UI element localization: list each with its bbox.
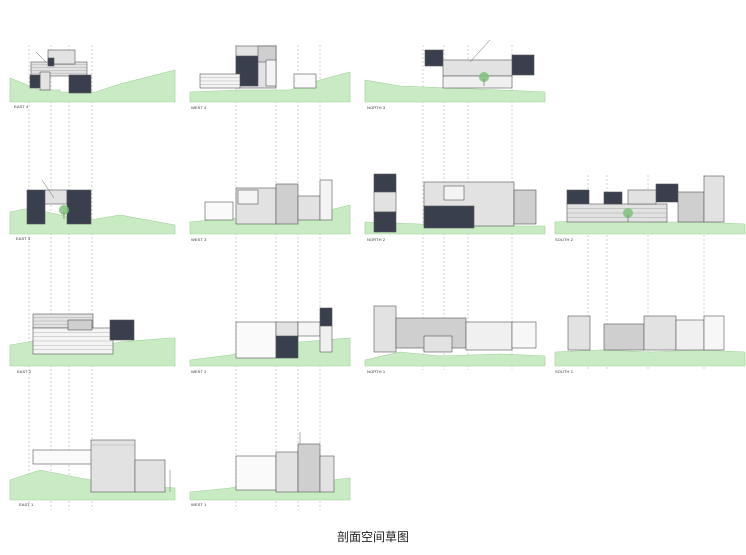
west2-dark-block-low bbox=[275, 335, 299, 359]
section-label-north-2: NORTH 2 bbox=[367, 237, 386, 242]
west3-mast bbox=[319, 179, 333, 221]
north1-east-volume bbox=[465, 321, 513, 351]
north1-ground bbox=[364, 351, 546, 367]
west1-east-wing bbox=[319, 455, 335, 493]
west2-mast bbox=[319, 325, 333, 353]
east3-dark-block-right bbox=[66, 189, 92, 225]
north3-base-volume bbox=[442, 75, 513, 89]
west3-east-wing bbox=[297, 195, 321, 221]
north2-dark-block-bottom bbox=[373, 211, 397, 233]
south1-west-block bbox=[567, 315, 591, 351]
north3-dark-block-left bbox=[424, 49, 444, 67]
east1-outline-volume bbox=[32, 449, 94, 465]
north2-window bbox=[443, 185, 465, 201]
north3-dark-block-right bbox=[511, 54, 535, 76]
east2-dark-block bbox=[109, 319, 135, 341]
east4-dark-block-left bbox=[29, 74, 41, 89]
east4-dark-window bbox=[47, 57, 55, 67]
south2-tree bbox=[623, 208, 633, 218]
east3-tree bbox=[59, 205, 69, 215]
section-label-east-3: EAST 3 bbox=[16, 236, 31, 241]
west4-annex bbox=[293, 73, 317, 89]
west1-core bbox=[275, 451, 299, 493]
north3-middle-volume bbox=[442, 59, 513, 77]
north3-ground bbox=[364, 79, 546, 103]
west2-dark-block-top bbox=[319, 307, 333, 327]
south2-east-wing bbox=[677, 191, 705, 223]
section-label-west-3: WEST 3 bbox=[191, 237, 207, 242]
west2-upper-core bbox=[275, 321, 299, 339]
south1-tower bbox=[703, 315, 725, 351]
north3-slope-line bbox=[469, 39, 491, 63]
north1-lower-band bbox=[423, 335, 453, 353]
west3-core bbox=[275, 183, 299, 225]
west2-upper-right bbox=[297, 321, 321, 337]
section-label-east-2: EAST 2 bbox=[17, 369, 32, 374]
west3-lower-wing bbox=[204, 201, 234, 221]
north2-dark-lower bbox=[423, 205, 475, 229]
south1-main-volume bbox=[603, 323, 645, 351]
east3-slope-line bbox=[41, 179, 55, 199]
west2-outline-volume bbox=[235, 321, 277, 359]
east2-mid-band bbox=[67, 319, 93, 331]
south1-ground bbox=[554, 349, 746, 367]
east4-top-volume bbox=[47, 49, 76, 65]
east1-main-volume bbox=[90, 439, 136, 493]
section-label-west-2: WEST 2 bbox=[191, 369, 207, 374]
west4-mast bbox=[265, 59, 277, 87]
section-label-west-1: WEST 1 bbox=[191, 502, 207, 507]
south2-upper-mid bbox=[627, 189, 657, 205]
east1-east-wing bbox=[134, 459, 166, 493]
south2-dark-block-mid bbox=[655, 183, 679, 203]
east4-slope-line bbox=[35, 51, 47, 63]
sheet-caption: 剖面空间草图 bbox=[336, 530, 409, 544]
section-label-west-4: WEST 4 bbox=[191, 105, 207, 110]
south2-dark-window bbox=[603, 191, 623, 205]
west4-ground bbox=[189, 71, 351, 103]
south2-dark-block-left bbox=[566, 189, 590, 205]
west4-stair-core bbox=[257, 45, 277, 63]
west4-dark-block bbox=[235, 55, 259, 87]
north3-tree bbox=[479, 72, 489, 82]
section-label-south-1: SOUTH 1 bbox=[555, 369, 574, 374]
north1-west-tower bbox=[373, 305, 397, 353]
north2-light-block bbox=[373, 191, 397, 213]
east3-middle-volume bbox=[44, 189, 68, 205]
east4-dark-block-right bbox=[68, 74, 92, 94]
north1-annex bbox=[511, 321, 537, 349]
north2-dark-block-top bbox=[373, 173, 397, 193]
east4-lower-left bbox=[39, 71, 51, 91]
section-label-south-2: SOUTH 2 bbox=[555, 237, 574, 242]
section-label-north-1: NORTH 1 bbox=[367, 369, 386, 374]
south1-mid-volume bbox=[643, 315, 677, 351]
south2-tower bbox=[703, 175, 725, 223]
west3-window-band bbox=[237, 189, 259, 205]
west1-tower bbox=[297, 443, 321, 493]
east3-dark-block-left bbox=[26, 189, 46, 225]
west1-outline-volume bbox=[235, 455, 277, 491]
south1-east-volume bbox=[675, 319, 705, 351]
section-label-east-1: EAST 1 bbox=[19, 502, 34, 507]
section-label-north-3: NORTH 3 bbox=[367, 105, 386, 110]
section-label-east-4: EAST 4 bbox=[14, 104, 29, 109]
north2-east-block bbox=[513, 189, 537, 225]
